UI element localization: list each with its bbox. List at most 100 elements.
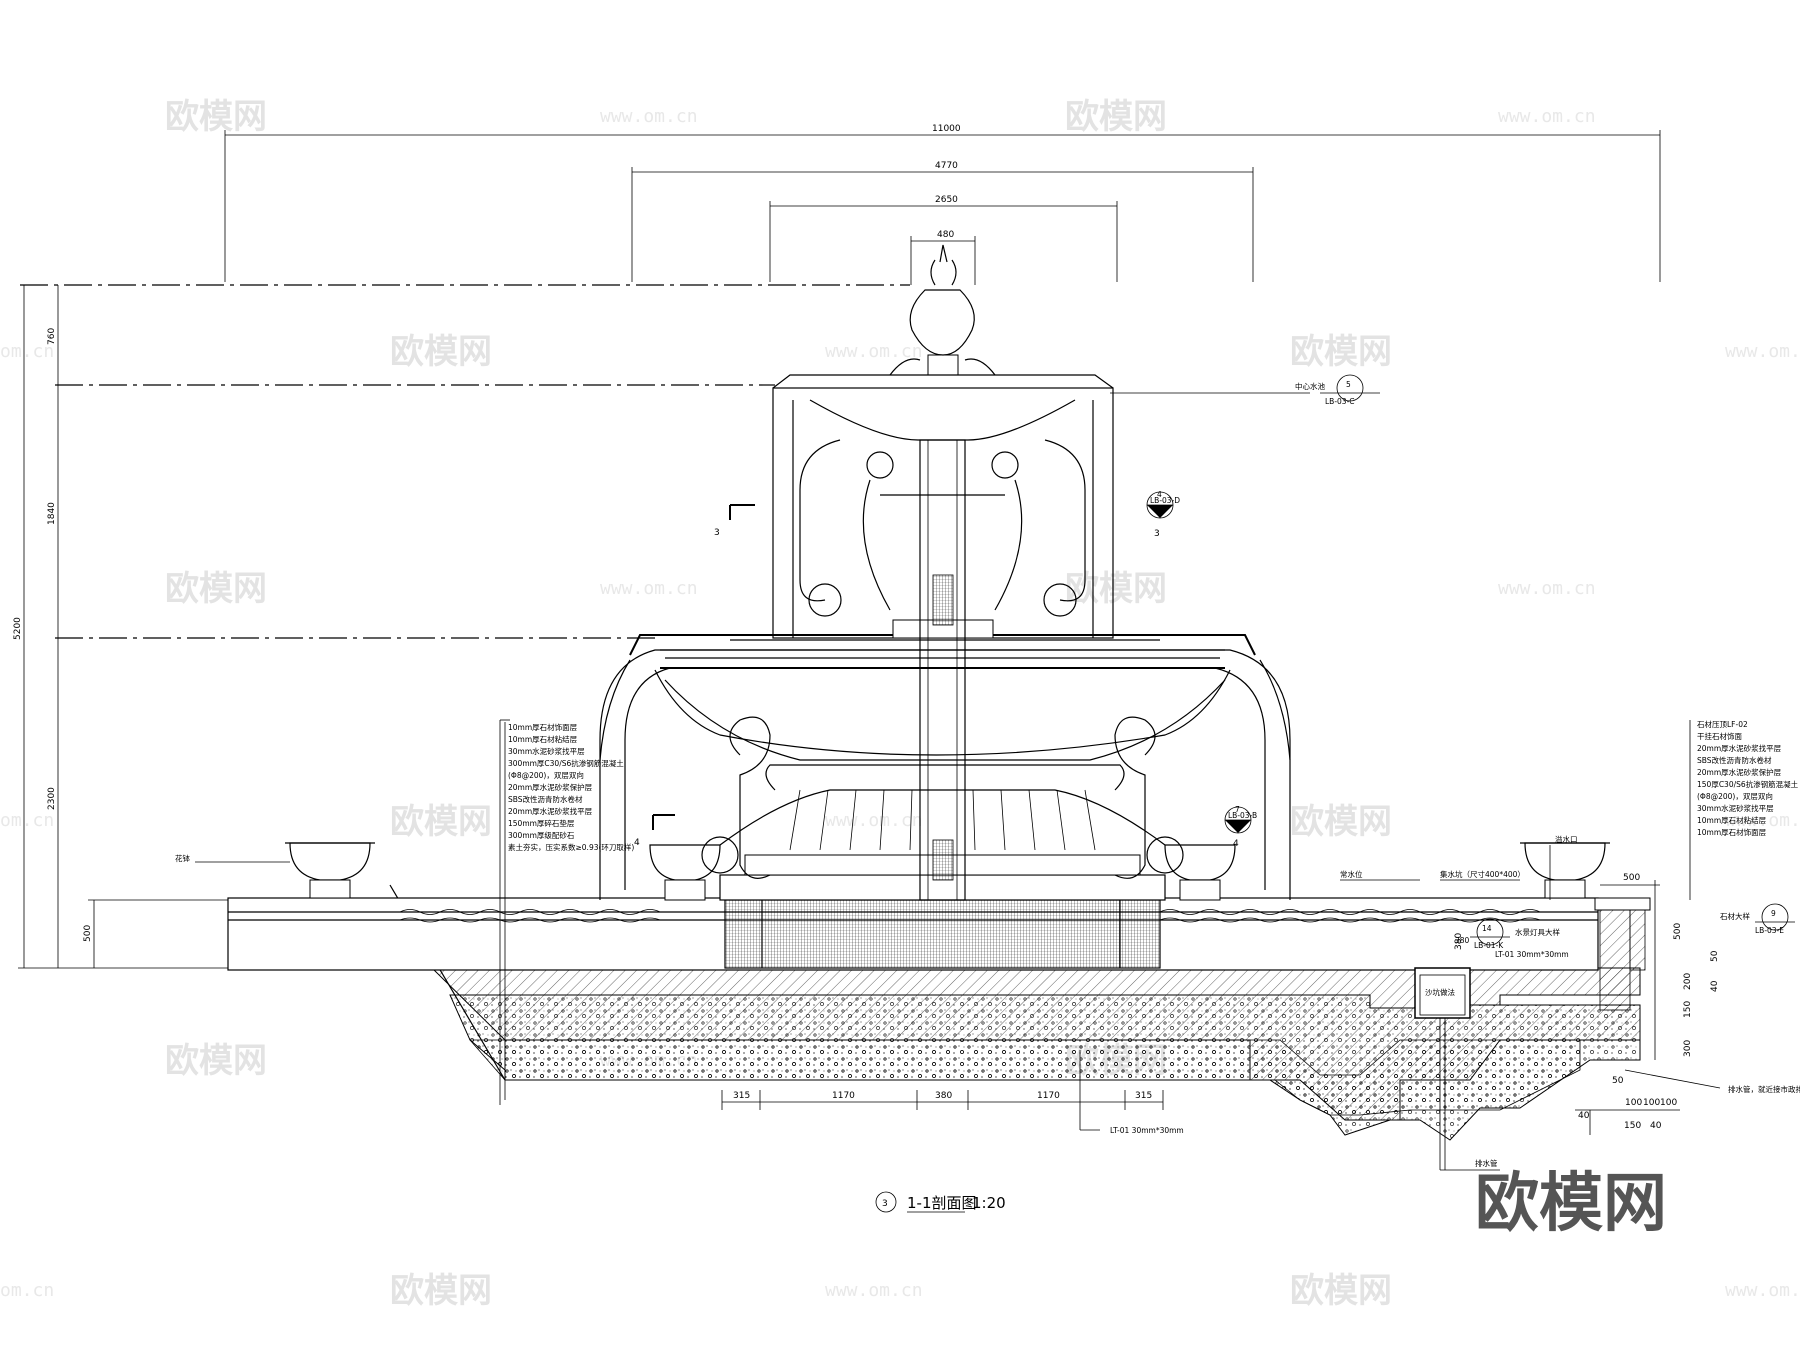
layer-note: 干挂石材饰面 — [1697, 731, 1742, 741]
dimension-rb: 150 — [1624, 1121, 1641, 1131]
layer-note: 10mm厚石材粘结层 — [1697, 815, 1767, 825]
watermark-url: www.om.cn — [1725, 1280, 1800, 1301]
watermark: 欧模网 — [1290, 802, 1392, 842]
dimension-right: 500 — [1673, 923, 1683, 940]
dimension-upper-width: 2650 — [935, 195, 958, 205]
watermark: 欧模网 — [165, 569, 267, 609]
dimension-rb: 100 — [1660, 1098, 1677, 1108]
label-sump: 集水坑（尺寸400*400） — [1440, 869, 1525, 879]
layer-note: 20mm厚水泥砂浆找平层 — [1697, 743, 1782, 753]
layer-note: 300mm厚级配砂石 — [508, 830, 575, 840]
watermark-url: www.om.cn — [825, 810, 923, 831]
planter — [1164, 844, 1236, 901]
layer-note: 10mm厚石材饰面层 — [1697, 827, 1767, 837]
callout-label: 石材大样 — [1720, 911, 1750, 921]
dimension-rb: 100 — [1625, 1098, 1642, 1108]
callout-label: 水景灯具大样 — [1515, 927, 1560, 937]
label-drain-pipe: 排水管，就近接市政排水管 — [1728, 1084, 1800, 1094]
section-mark: 4 — [634, 838, 640, 848]
label-sump-box: 沙坑做法 — [1425, 987, 1455, 997]
planter — [1520, 842, 1610, 899]
layer-note: 10mm厚石材饰面层 — [508, 722, 578, 732]
watermark: 欧模网 — [1065, 569, 1167, 609]
watermark-url: om.cn — [0, 1280, 54, 1301]
dimension-mid-width: 4770 — [935, 161, 958, 171]
drawing-scale: 1:20 — [972, 1194, 1006, 1212]
dimension-rb: 50 — [1612, 1076, 1624, 1086]
watermark-url: www.om.cn — [600, 578, 698, 599]
dimension-bottom: 380 — [935, 1091, 952, 1101]
dimension-bottom: 315 — [733, 1091, 750, 1101]
section-mark: 3 — [1154, 529, 1160, 539]
watermark: 欧模网 — [1065, 97, 1167, 137]
section-mark: 3 — [714, 528, 720, 538]
bubble-num: 4 — [1157, 490, 1162, 499]
watermark-url: www.om.cn — [1725, 810, 1800, 831]
foundation — [389, 884, 1641, 1141]
dimension-right: 150 — [1683, 1001, 1693, 1018]
section-markers: 3 4 3 LB-03-D 4 4 LB-03-B 7 — [634, 490, 1257, 849]
dimension-bottom: 1170 — [1037, 1091, 1060, 1101]
dimension-bottom: 1170 — [832, 1091, 855, 1101]
dimension-right: 380 — [1454, 933, 1464, 950]
layer-note: 300mm厚C30/S6抗渗钢筋混凝土 — [508, 758, 624, 768]
callout-num: 9 — [1771, 909, 1776, 918]
left-dimensions: 760 1840 5200 2300 500 — [13, 284, 910, 969]
watermark: 欧模网 — [165, 1041, 267, 1081]
right-dimensions: 500 50 200 40 150 300 380 500 50 40 100 … — [1454, 873, 1720, 1135]
central-column — [919, 439, 966, 901]
top-dimensions: 11000 4770 2650 480 — [224, 124, 1661, 285]
watermark-url: om.cn — [0, 810, 54, 831]
watermark: 欧模网 — [390, 332, 492, 372]
right-layer-callout: 石材压顶LF-02 干挂石材饰面 20mm厚水泥砂浆找平层 SBS改性沥青防水卷… — [1689, 719, 1799, 900]
watermark-url: om.cn — [0, 341, 54, 362]
watermark: 欧模网 — [390, 802, 492, 842]
layer-note: 20mm厚水泥砂浆保护层 — [508, 782, 593, 792]
callout-ref: LB-03-E — [1755, 926, 1784, 935]
watermark: 欧模网 — [165, 97, 267, 137]
watermark: 欧模网 — [390, 1271, 492, 1311]
finial — [889, 244, 996, 376]
drawing-title: 3 1-1剖面图 1:20 — [875, 1191, 1006, 1213]
label-planter: 花钵 — [175, 853, 190, 863]
dimension-right: 50 — [1710, 950, 1720, 962]
dimension-lower-height: 2300 — [47, 787, 57, 810]
watermark-url: www.om.cn — [1498, 106, 1596, 127]
dimension-rb: 100 — [1643, 1098, 1660, 1108]
watermark-url: www.om.cn — [825, 341, 923, 362]
layer-note: (Φ8@200)，双层双向 — [1697, 791, 1773, 801]
dimension-basin-small: 500 — [1623, 873, 1640, 883]
label-water-level: 常水位 — [1340, 869, 1363, 879]
bubble-num: 7 — [1235, 805, 1240, 814]
layer-note: 30mm水泥砂浆找平层 — [508, 746, 585, 756]
dimension-bottom: 315 — [1135, 1091, 1152, 1101]
watermark-url: www.om.cn — [1725, 341, 1800, 362]
label-lt01-bottom: LT-01 30mm*30mm — [1110, 1126, 1184, 1135]
dimension-right: 300 — [1683, 1040, 1693, 1057]
dimension-right: 40 — [1710, 980, 1720, 992]
planter — [649, 844, 721, 901]
section-mark: 4 — [1233, 839, 1239, 849]
upper-tier — [772, 374, 1114, 639]
left-layer-callout: 10mm厚石材饰面层 10mm厚石材粘结层 30mm水泥砂浆找平层 300mm厚… — [499, 719, 634, 1105]
layer-note: 石材压顶LF-02 — [1697, 719, 1748, 729]
layer-note: SBS改性沥青防水卷材 — [1697, 755, 1772, 765]
layer-note: 20mm厚水泥砂浆找平层 — [508, 806, 593, 816]
label-380: 380 — [1455, 936, 1470, 945]
drawing-number: 3 — [882, 1199, 888, 1209]
planter — [285, 842, 375, 899]
dimension-rb: 40 — [1650, 1121, 1662, 1131]
detail-callouts: 中心水池 5 LB-03-C 石材大样 9 LB-03-E 14 LB-01-K… — [175, 374, 1800, 1171]
dimension-overall-width: 11000 — [932, 124, 961, 134]
layer-note: 150厚C30/S6抗渗钢筋混凝土 — [1697, 779, 1799, 789]
watermark-url: www.om.cn — [1498, 578, 1596, 599]
callout-ref: LB-03-C — [1325, 397, 1355, 406]
layer-note: 150mm厚碎石垫层 — [508, 818, 575, 828]
layer-note: 10mm厚石材粘结层 — [508, 734, 578, 744]
callout-num: 5 — [1346, 380, 1351, 389]
label-drain: 排水管 — [1475, 1158, 1498, 1168]
label-lt01: LT-01 30mm*30mm — [1495, 950, 1569, 959]
watermark: 欧模网 — [1290, 1271, 1392, 1311]
layer-note: 30mm水泥砂浆找平层 — [1697, 803, 1774, 813]
